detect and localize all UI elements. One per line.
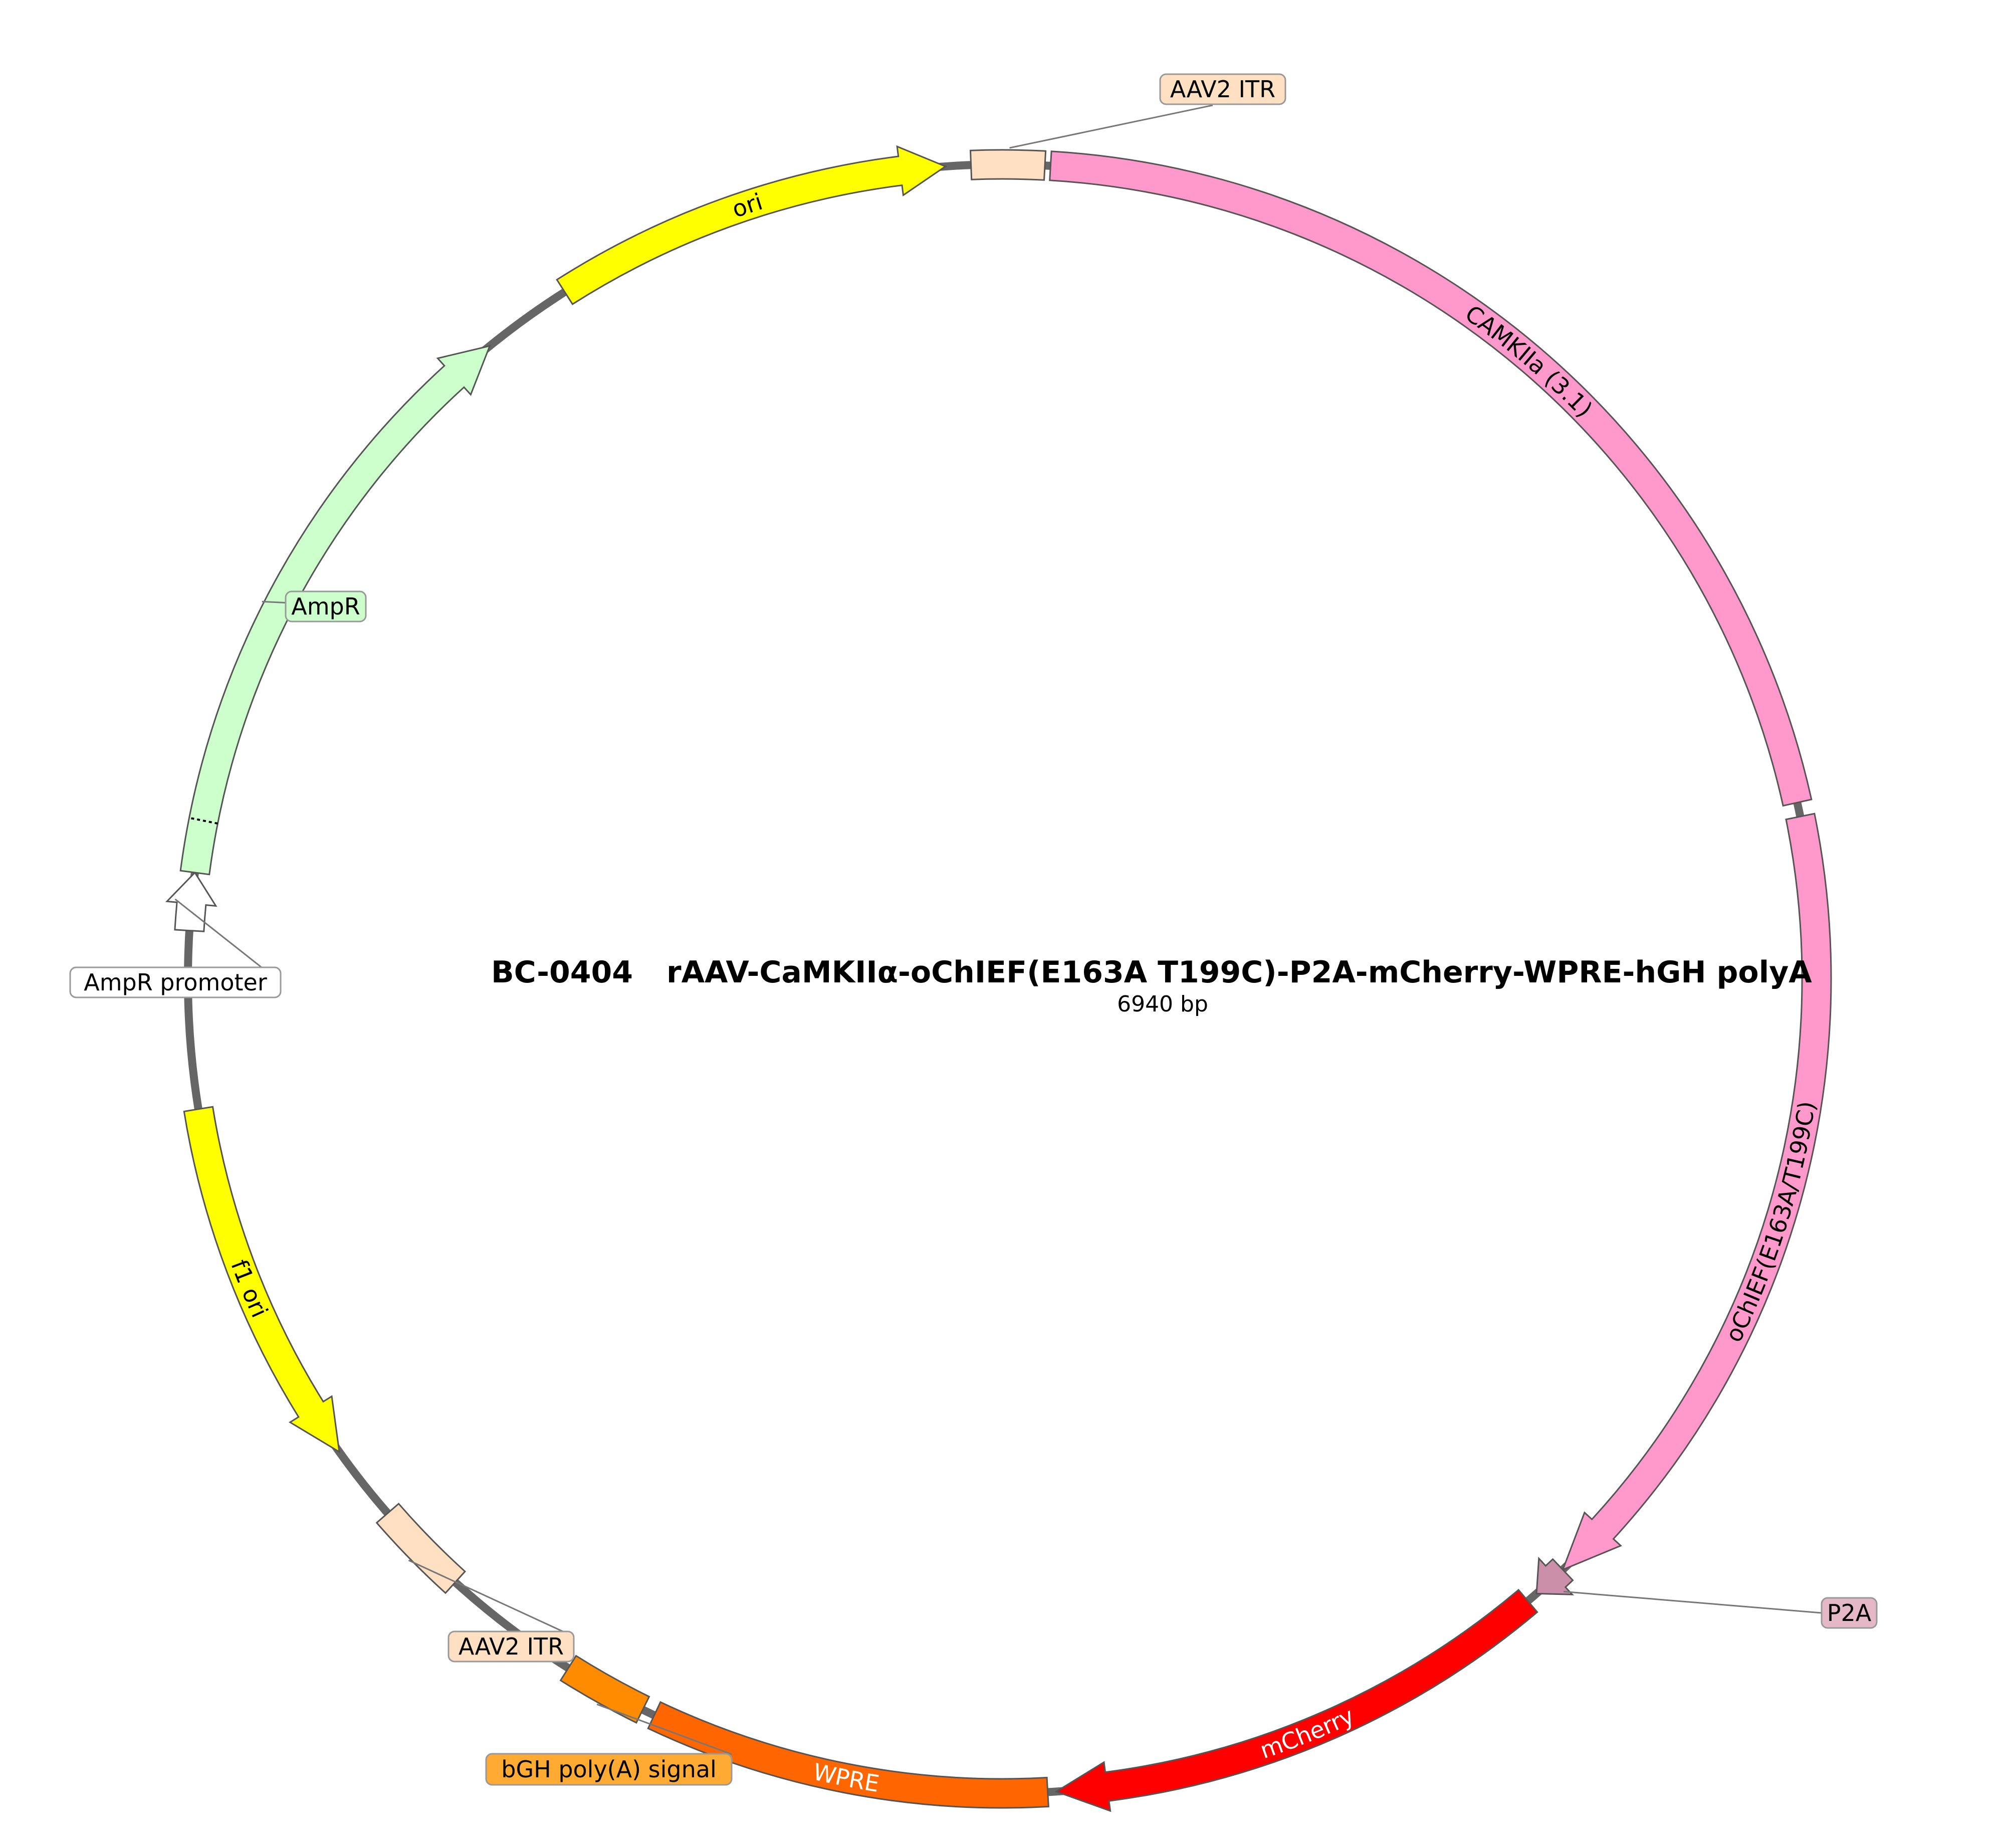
feature-label-ochief: oChIEF(E163A/T199C) [1720, 1099, 1821, 1346]
leader-bgh-polya [596, 1703, 732, 1755]
feature-shape-wpre [647, 1701, 1049, 1809]
feature-shape-ori [556, 145, 947, 305]
feature-ochief: oChIEF(E163A/T199C) [1561, 812, 1832, 1571]
feature-shape-p2a [1535, 1556, 1574, 1595]
callout-text-p2a: P2A [1827, 1599, 1872, 1626]
feature-ori: ori [556, 145, 947, 305]
feature-shape-bgh-polya [559, 1655, 650, 1724]
callout-ampr: AmpR [285, 590, 367, 623]
external-labels: AAV2 ITR P2A bGH poly(A) signal AAV2 ITR Amp… [69, 73, 1878, 1786]
callout-bgh-polya: bGH poly(A) signal [485, 1753, 733, 1786]
leader-lines [174, 104, 1822, 1755]
feature-shape-ochief [1561, 812, 1832, 1571]
feature-shape-aav2-itr-top [969, 149, 1047, 181]
feature-label-camkiia: CAMKIIa (3.1) [1460, 300, 1598, 423]
callout-box-p2a [1821, 1597, 1878, 1629]
feature-shape-f1-ori [183, 1106, 340, 1454]
callout-box-aav2-itr-bottom [448, 1630, 575, 1663]
callout-box-ampr [285, 590, 367, 623]
callout-text-ampr-promoter: AmpR promoter [84, 969, 267, 996]
feature-bgh-polya [559, 1655, 650, 1724]
feature-shape-ampr-promoter [165, 871, 217, 932]
callout-p2a: P2A [1821, 1597, 1878, 1629]
feature-aav2-itr-bottom [375, 1502, 467, 1594]
feature-shape-aav2-itr-bottom [375, 1502, 467, 1594]
feature-p2a [1535, 1556, 1574, 1595]
plasmid-id: BC-0404 [491, 955, 633, 990]
plasmid-name: rAAV-CaMKIIα-oChIEF(E163A T199C)-P2A-mCh… [666, 955, 1812, 990]
callout-text-ampr: AmpR [291, 593, 360, 620]
callout-ampr-promoter: AmpR promoter [69, 966, 282, 998]
leader-p2a [1564, 1590, 1822, 1614]
feature-wpre: WPRE [647, 1701, 1049, 1809]
feature-ampr-promoter [165, 871, 217, 932]
feature-aav2-itr-top [969, 149, 1047, 181]
callout-aav2-itr-top: AAV2 ITR [1159, 73, 1286, 105]
feature-ampr [179, 345, 491, 876]
leader-aav2-itr-top [1009, 104, 1213, 149]
plasmid-length: 6940 bp [1117, 991, 1208, 1017]
leader-aav2-itr-bottom [408, 1559, 574, 1637]
callout-text-aav2-itr-bottom: AAV2 ITR [459, 1633, 564, 1660]
feature-camkiia: CAMKIIa (3.1) [1049, 150, 1813, 807]
callout-box-aav2-itr-top [1159, 73, 1286, 105]
callout-aav2-itr-bottom: AAV2 ITR [448, 1630, 575, 1663]
ampr-split-marker [189, 816, 218, 825]
callout-box-ampr-promoter [69, 966, 282, 998]
feature-f1-ori: f1 ori [183, 1106, 340, 1454]
feature-mcherry: mCherry [1054, 1588, 1538, 1812]
feature-shape-mcherry [1054, 1588, 1538, 1812]
callout-text-aav2-itr-top: AAV2 ITR [1170, 76, 1275, 103]
feature-shape-camkiia [1049, 150, 1813, 807]
callout-box-bgh-polya [485, 1753, 733, 1786]
callout-text-bgh-polya: bGH poly(A) signal [501, 1756, 716, 1783]
